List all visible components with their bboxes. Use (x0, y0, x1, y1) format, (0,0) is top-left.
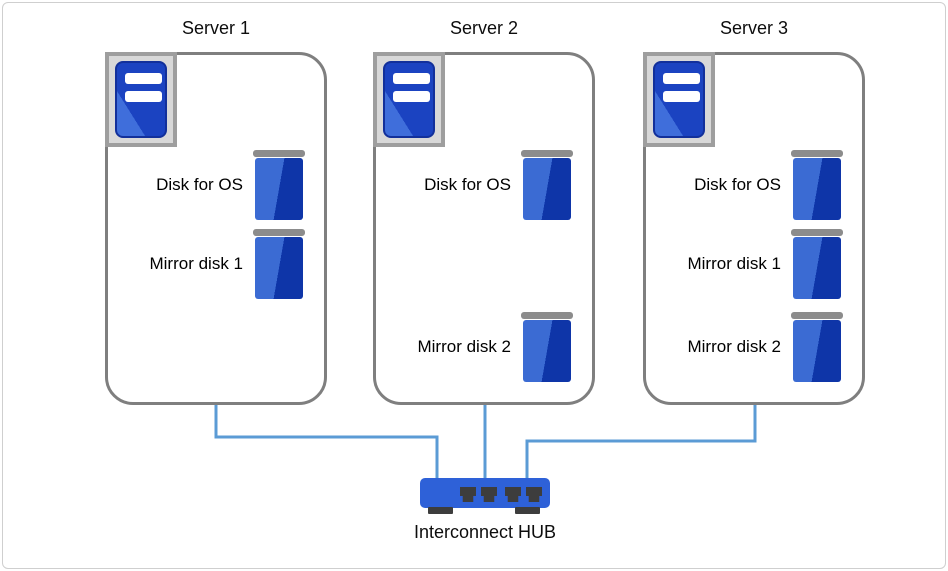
tower-body (383, 61, 435, 138)
tower-slot-bar (393, 91, 430, 102)
tower-slot-bar (663, 73, 700, 84)
disk-body (255, 237, 303, 299)
hub-port-icon (505, 487, 521, 502)
server-3-group: Server 3 Disk for OS Mirror disk 1 Mirro… (643, 16, 865, 405)
disk-body (793, 320, 841, 382)
server-3-title: Server 3 (719, 18, 789, 38)
disk-icon (253, 150, 305, 220)
hub-port-icon (526, 487, 542, 502)
disk-icon (521, 150, 573, 220)
disk-icon (791, 229, 843, 299)
disk-row: Disk for OS (658, 150, 843, 220)
disk-icon (253, 229, 305, 299)
server-3-box: Disk for OS Mirror disk 1 Mirror disk 2 (643, 52, 865, 405)
hub-port-icon (460, 487, 476, 502)
connector-line-server1-hub (214, 405, 439, 478)
disk-row: Mirror disk 2 (388, 312, 573, 382)
disk-icon (791, 312, 843, 382)
disk-label: Disk for OS (694, 175, 781, 194)
disk-row: Mirror disk 1 (120, 229, 305, 299)
server-tower-icon (373, 52, 445, 147)
disk-body (255, 158, 303, 220)
server-2-title: Server 2 (449, 18, 519, 38)
disk-label: Mirror disk 1 (149, 254, 243, 273)
disk-label: Disk for OS (424, 175, 511, 194)
tower-body (115, 61, 167, 138)
server-1-group: Server 1 Disk for OS Mirror disk 1 (105, 16, 327, 405)
disk-cap (791, 150, 843, 157)
server-tower-icon (643, 52, 715, 147)
connector-line-server3-hub (525, 405, 757, 478)
disk-row: Mirror disk 1 (658, 229, 843, 299)
disk-icon (521, 312, 573, 382)
server-tower-icon (105, 52, 177, 147)
server-1-title: Server 1 (181, 18, 251, 38)
server-2-group: Server 2 Disk for OS Mirror disk 2 (373, 16, 595, 405)
disk-body (793, 158, 841, 220)
disk-row: Mirror disk 2 (658, 312, 843, 382)
server-2-box: Disk for OS Mirror disk 2 (373, 52, 595, 405)
disk-label: Mirror disk 2 (417, 337, 511, 356)
tower-slot-bar (125, 91, 162, 102)
disk-body (523, 320, 571, 382)
hub-label: Interconnect HUB (413, 522, 557, 542)
hub-port-icon (481, 487, 497, 502)
disk-body (523, 158, 571, 220)
disk-cap (791, 229, 843, 236)
disk-row: Disk for OS (120, 150, 305, 220)
tower-slot-bar (393, 73, 430, 84)
disk-cap (791, 312, 843, 319)
disk-label: Disk for OS (156, 175, 243, 194)
tower-body (653, 61, 705, 138)
disk-cap (253, 150, 305, 157)
disk-cap (521, 312, 573, 319)
disk-cap (253, 229, 305, 236)
disk-cap (521, 150, 573, 157)
tower-slot-bar (663, 91, 700, 102)
hub-foot (515, 507, 540, 514)
disk-row: Disk for OS (388, 150, 573, 220)
disk-body (793, 237, 841, 299)
hub-foot (428, 507, 453, 514)
disk-icon (791, 150, 843, 220)
disk-label: Mirror disk 1 (687, 254, 781, 273)
hub-icon (420, 478, 550, 514)
tower-slot-bar (125, 73, 162, 84)
disk-label: Mirror disk 2 (687, 337, 781, 356)
server-1-box: Disk for OS Mirror disk 1 (105, 52, 327, 405)
